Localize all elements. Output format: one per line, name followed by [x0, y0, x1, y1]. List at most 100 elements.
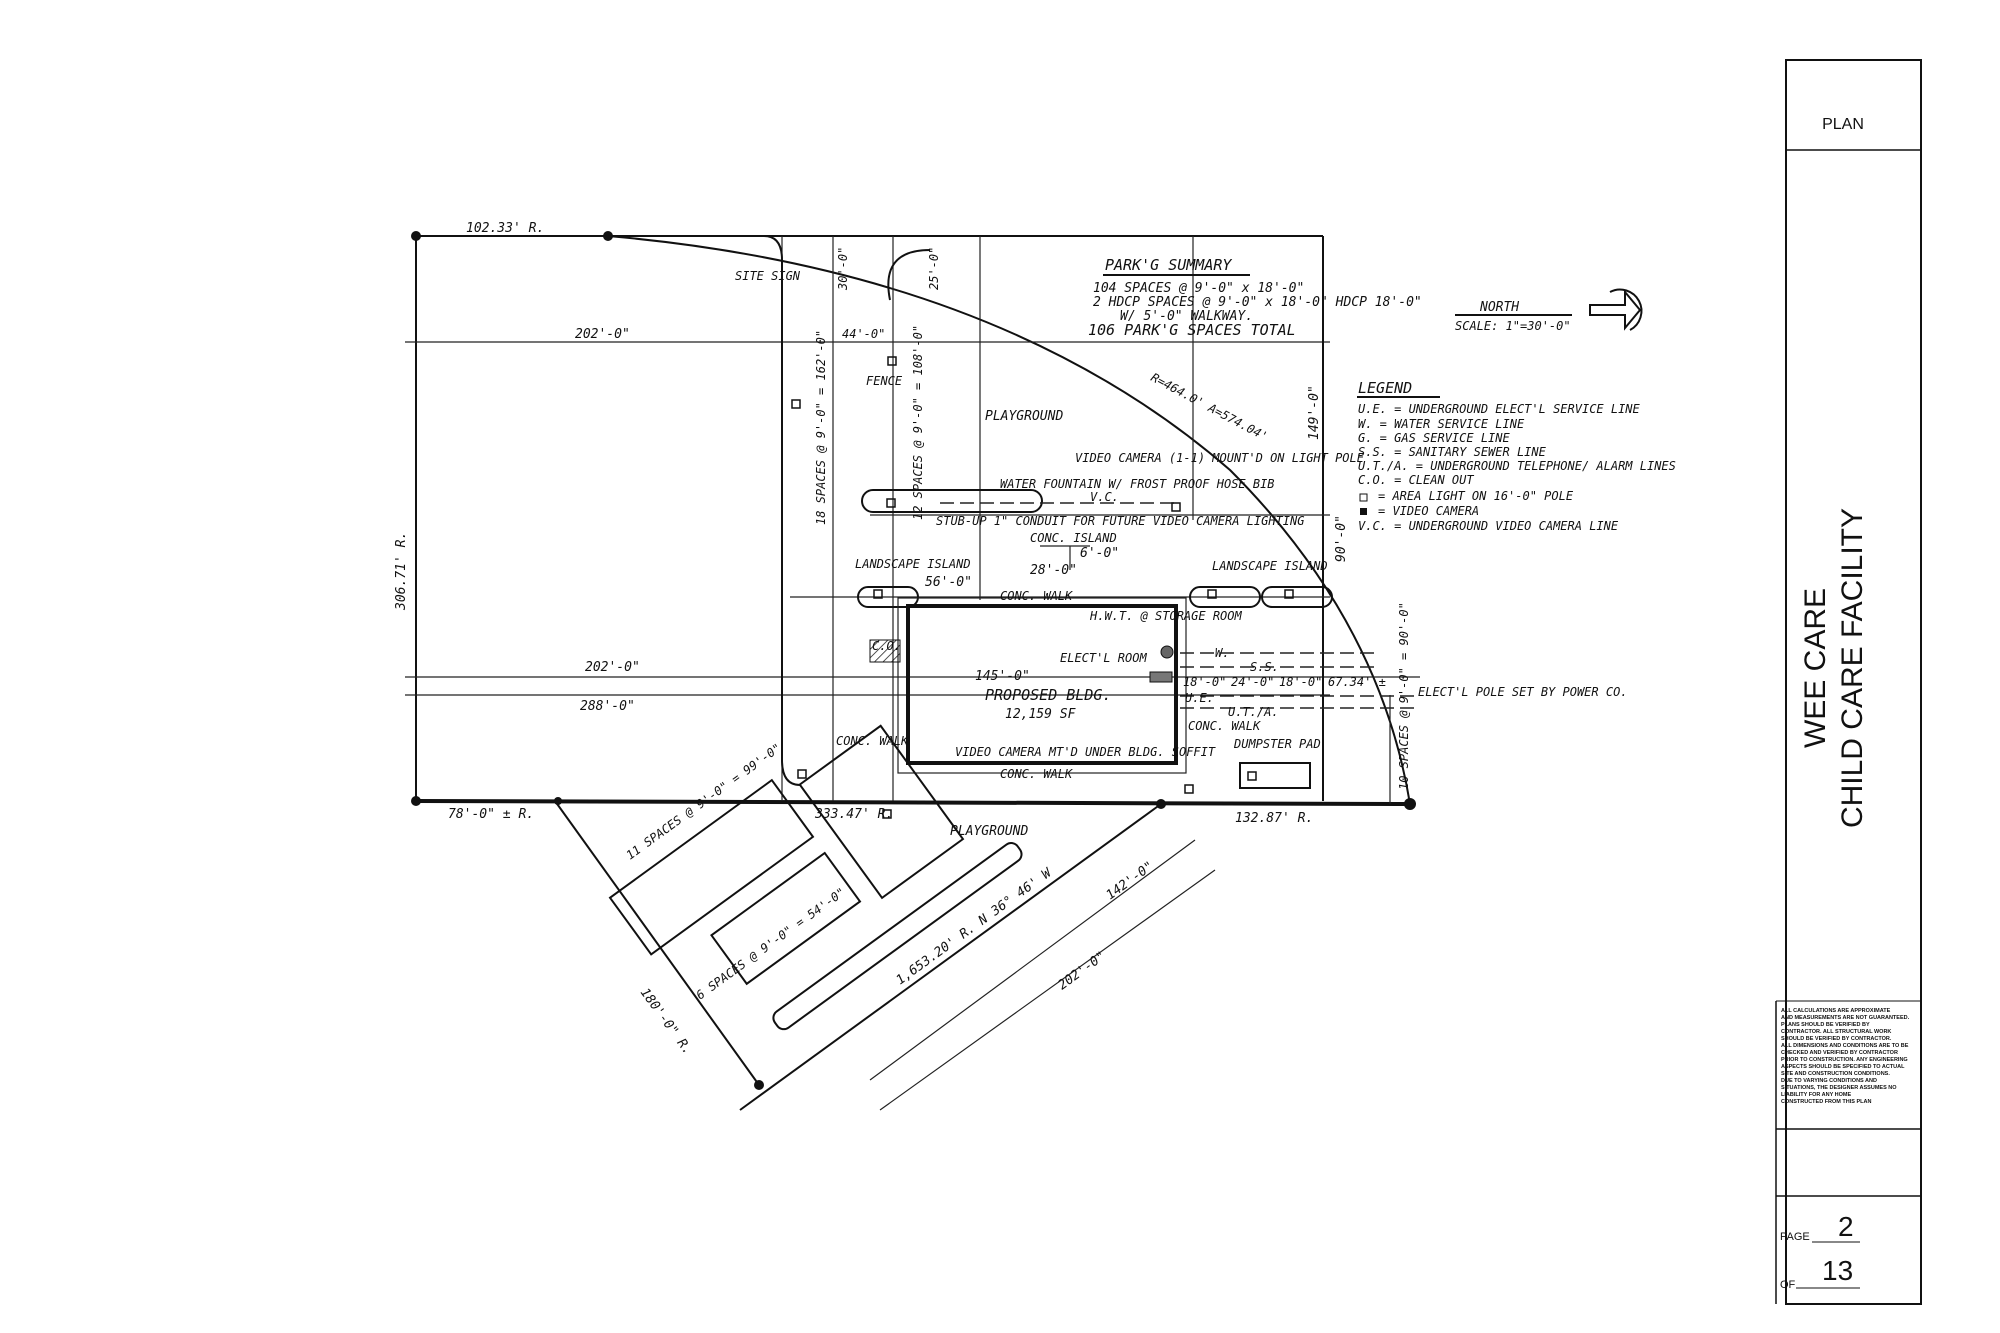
- dim-18a: 18'-0": [1183, 675, 1226, 689]
- elect-pole-label: ELECT'L POLE SET BY POWER CO.: [1418, 685, 1628, 699]
- dim-spaces-10: 10 SPACES @ 9'-0" = 90'-0": [1397, 602, 1411, 790]
- dim-149: 149'-0": [1307, 385, 1322, 440]
- legend-item: U.E. = UNDERGROUND ELECT'L SERVICE LINE: [1358, 402, 1641, 416]
- property-boundary: [411, 231, 1416, 1111]
- dim-288: 288'-0": [580, 699, 635, 714]
- playground-label-top: PLAYGROUND: [985, 409, 1063, 424]
- dim-spaces-12: 12 SPACES @ 9'-0" = 108'-0": [911, 325, 925, 520]
- dim-bottom-right: 132.87' R.: [1235, 811, 1313, 826]
- dim-diag-142: 142'-0": [1104, 859, 1157, 903]
- hwt-storage-label: H.W.T. @ STORAGE ROOM: [1089, 609, 1242, 623]
- legend-item: V.C. = UNDERGROUND VIDEO CAMERA LINE: [1358, 519, 1619, 533]
- title-block: PLAN WEE CARE CHILD CARE FACILITY ALL CA…: [1775, 59, 1922, 1305]
- area-light-icons: [791, 356, 1294, 819]
- parking-summary-line2: 2 HDCP SPACES @ 9'-0" x 18'-0" HDCP 18'-…: [1093, 295, 1422, 310]
- dim-bottom-left: 78'-0" ± R.: [448, 807, 534, 822]
- project-name-line1: WEE CARE: [1799, 588, 1832, 748]
- parking-summary-line3: W/ 5'-0" WALKWAY.: [1120, 309, 1253, 324]
- video-camera-soffit-label: VIDEO CAMERA MT'D UNDER BLDG. SOFFIT: [955, 745, 1216, 759]
- parking-summary-total: 106 PARK'G SPACES TOTAL: [1088, 321, 1296, 339]
- svg-text:CONTRACTOR. ALL STRUCTURAL WOR: CONTRACTOR. ALL STRUCTURAL WORK: [1781, 1029, 1891, 1035]
- disclaimer-notes: ALL CALCULATIONS ARE APPROXIMATE AND MEA…: [1781, 1008, 1910, 1105]
- page-label: PAGE: [1780, 1231, 1810, 1243]
- parking-islands: [763, 235, 1333, 789]
- page-number: 2: [1838, 1211, 1854, 1242]
- utility-lines: [940, 502, 1415, 709]
- proposed-building: [869, 597, 1187, 774]
- svg-text:DUE TO VARYING CONDITIONS AND: DUE TO VARYING CONDITIONS AND: [1781, 1078, 1877, 1084]
- dim-145: 145'-0": [975, 669, 1030, 684]
- util-uta: U.T./A.: [1228, 705, 1279, 719]
- legend-items: U.E. = UNDERGROUND ELECT'L SERVICE LINE …: [1358, 402, 1676, 533]
- dim-left-boundary: 306.71' R.: [394, 532, 409, 611]
- dim-28: 28'-0": [1030, 563, 1077, 578]
- svg-text:ASPECTS SHOULD BE SPECIFIED TO: ASPECTS SHOULD BE SPECIFIED TO ACTUAL: [1781, 1064, 1905, 1070]
- parking-summary-line1: 104 SPACES @ 9'-0" x 18'-0": [1093, 281, 1304, 296]
- dim-202-top: 202'-0": [575, 327, 630, 342]
- playground-label-bottom: PLAYGROUND: [950, 824, 1028, 839]
- svg-text:SHOULD BE VERIFIED BY CONTRACT: SHOULD BE VERIFIED BY CONTRACTOR.: [1781, 1036, 1892, 1042]
- dim-spaces-18: 18 SPACES @ 9'-0" = 162'-0": [814, 330, 828, 525]
- water-fountain-label: WATER FOUNTAIN W/ FROST PROOF HOSE BIB: [1000, 477, 1275, 491]
- of-label: OF: [1780, 1279, 1796, 1291]
- svg-text:ALL DIMENSIONS AND CONDITIONS: ALL DIMENSIONS AND CONDITIONS ARE TO BE: [1781, 1043, 1909, 1049]
- svg-text:PRIOR TO CONSTRUCTION. ANY ENG: PRIOR TO CONSTRUCTION. ANY ENGINEERING: [1781, 1057, 1908, 1063]
- landscape-island-left: LANDSCAPE ISLAND: [855, 557, 971, 571]
- scale-label: SCALE: 1"=30'-0": [1455, 319, 1571, 333]
- dim-90: 90'-0": [1334, 515, 1349, 562]
- svg-text:LIABILITY FOR ANY HOME: LIABILITY FOR ANY HOME: [1781, 1092, 1852, 1098]
- north-label: NORTH: [1479, 300, 1519, 315]
- dim-25: 25'-0": [927, 247, 941, 290]
- conc-walk-right: CONC. WALK: [1188, 719, 1261, 733]
- conc-walk-top: CONC. WALK: [1000, 589, 1073, 603]
- building-label: PROPOSED BLDG.: [985, 686, 1111, 704]
- dim-24: 24'-0": [1231, 675, 1274, 689]
- dim-diag-boundary: 1,653.20' R. N 36° 46' W: [894, 865, 1056, 988]
- dim-44: 44'-0": [842, 327, 885, 341]
- svg-text:SITUATIONS, THE DESIGNER ASSUM: SITUATIONS, THE DESIGNER ASSUMES NO: [1781, 1085, 1897, 1091]
- legend-item: C.O. = CLEAN OUT: [1358, 473, 1474, 487]
- dim-diag-left: 180'-0" R.: [637, 986, 695, 1058]
- radius-label: R=464.0' A=574.04': [1149, 370, 1270, 443]
- util-ue: U.E.: [1185, 691, 1214, 705]
- dim-56: 56'-0": [925, 575, 972, 590]
- project-name-line2: CHILD CARE FACILITY: [1836, 508, 1869, 828]
- dim-18b: 18'-0": [1279, 675, 1322, 689]
- dim-top-boundary: 102.33' R.: [466, 221, 544, 236]
- util-vc: V.C.: [1090, 490, 1119, 504]
- fence-label: FENCE: [866, 374, 903, 388]
- legend-item: G. = GAS SERVICE LINE: [1358, 431, 1510, 445]
- legend-item: = VIDEO CAMERA: [1378, 504, 1479, 518]
- svg-text:ALL CALCULATIONS ARE APPROXIMA: ALL CALCULATIONS ARE APPROXIMATE: [1781, 1008, 1891, 1014]
- legend-item: = AREA LIGHT ON 16'-0" POLE: [1378, 489, 1574, 503]
- dim-bottom-mid: 333.47' R.: [814, 807, 893, 822]
- page-total: 13: [1822, 1255, 1853, 1286]
- co-label: C.O.: [872, 639, 901, 653]
- parking-summary-title: PARK'G SUMMARY: [1105, 256, 1232, 274]
- svg-text:AND MEASUREMENTS ARE NOT GUARA: AND MEASUREMENTS ARE NOT GUARANTEED.: [1781, 1015, 1910, 1021]
- conc-walk-left: CONC. WALK: [836, 734, 909, 748]
- legend-item: S.S. = SANITARY SEWER LINE: [1358, 445, 1547, 459]
- conc-walk-bottom: CONC. WALK: [1000, 767, 1073, 781]
- svg-text:PLANS SHOULD BE VERIFIED BY: PLANS SHOULD BE VERIFIED BY: [1781, 1022, 1870, 1028]
- dim-diag-202: 202'-0": [1056, 949, 1109, 993]
- svg-text:CHECKED AND VERIFIED BY CONTRA: CHECKED AND VERIFIED BY CONTRACTOR: [1781, 1050, 1898, 1056]
- conc-island-label: CONC. ISLAND: [1030, 531, 1117, 545]
- site-sign-label: SITE SIGN: [735, 269, 801, 283]
- sheet-name: PLAN: [1822, 116, 1864, 133]
- dumpster-pad-label: DUMPSTER PAD: [1233, 737, 1321, 751]
- north-arrow-icon: [1589, 288, 1643, 331]
- stub-up-label: STUB-UP 1" CONDUIT FOR FUTURE VIDEO CAME…: [936, 514, 1304, 528]
- legend-title: LEGEND: [1358, 379, 1412, 397]
- legend-item: W. = WATER SERVICE LINE: [1358, 417, 1525, 431]
- building-area: 12,159 SF: [1005, 707, 1077, 722]
- video-camera-pole-label: VIDEO CAMERA (1-1) MOUNT'D ON LIGHT POLE: [1075, 451, 1365, 465]
- dim-6: 6'-0": [1080, 546, 1119, 561]
- angled-parking: [608, 724, 1023, 1031]
- dim-30: 30'-0": [836, 247, 850, 291]
- dim-202-mid: 202'-0": [585, 660, 640, 675]
- svg-text:CONSTRUCTED FROM THIS PLAN: CONSTRUCTED FROM THIS PLAN: [1781, 1099, 1871, 1105]
- svg-text:SITE AND CONSTRUCTION CONDITIO: SITE AND CONSTRUCTION CONDITIONS.: [1781, 1071, 1890, 1077]
- util-ss: S.S.: [1250, 660, 1279, 674]
